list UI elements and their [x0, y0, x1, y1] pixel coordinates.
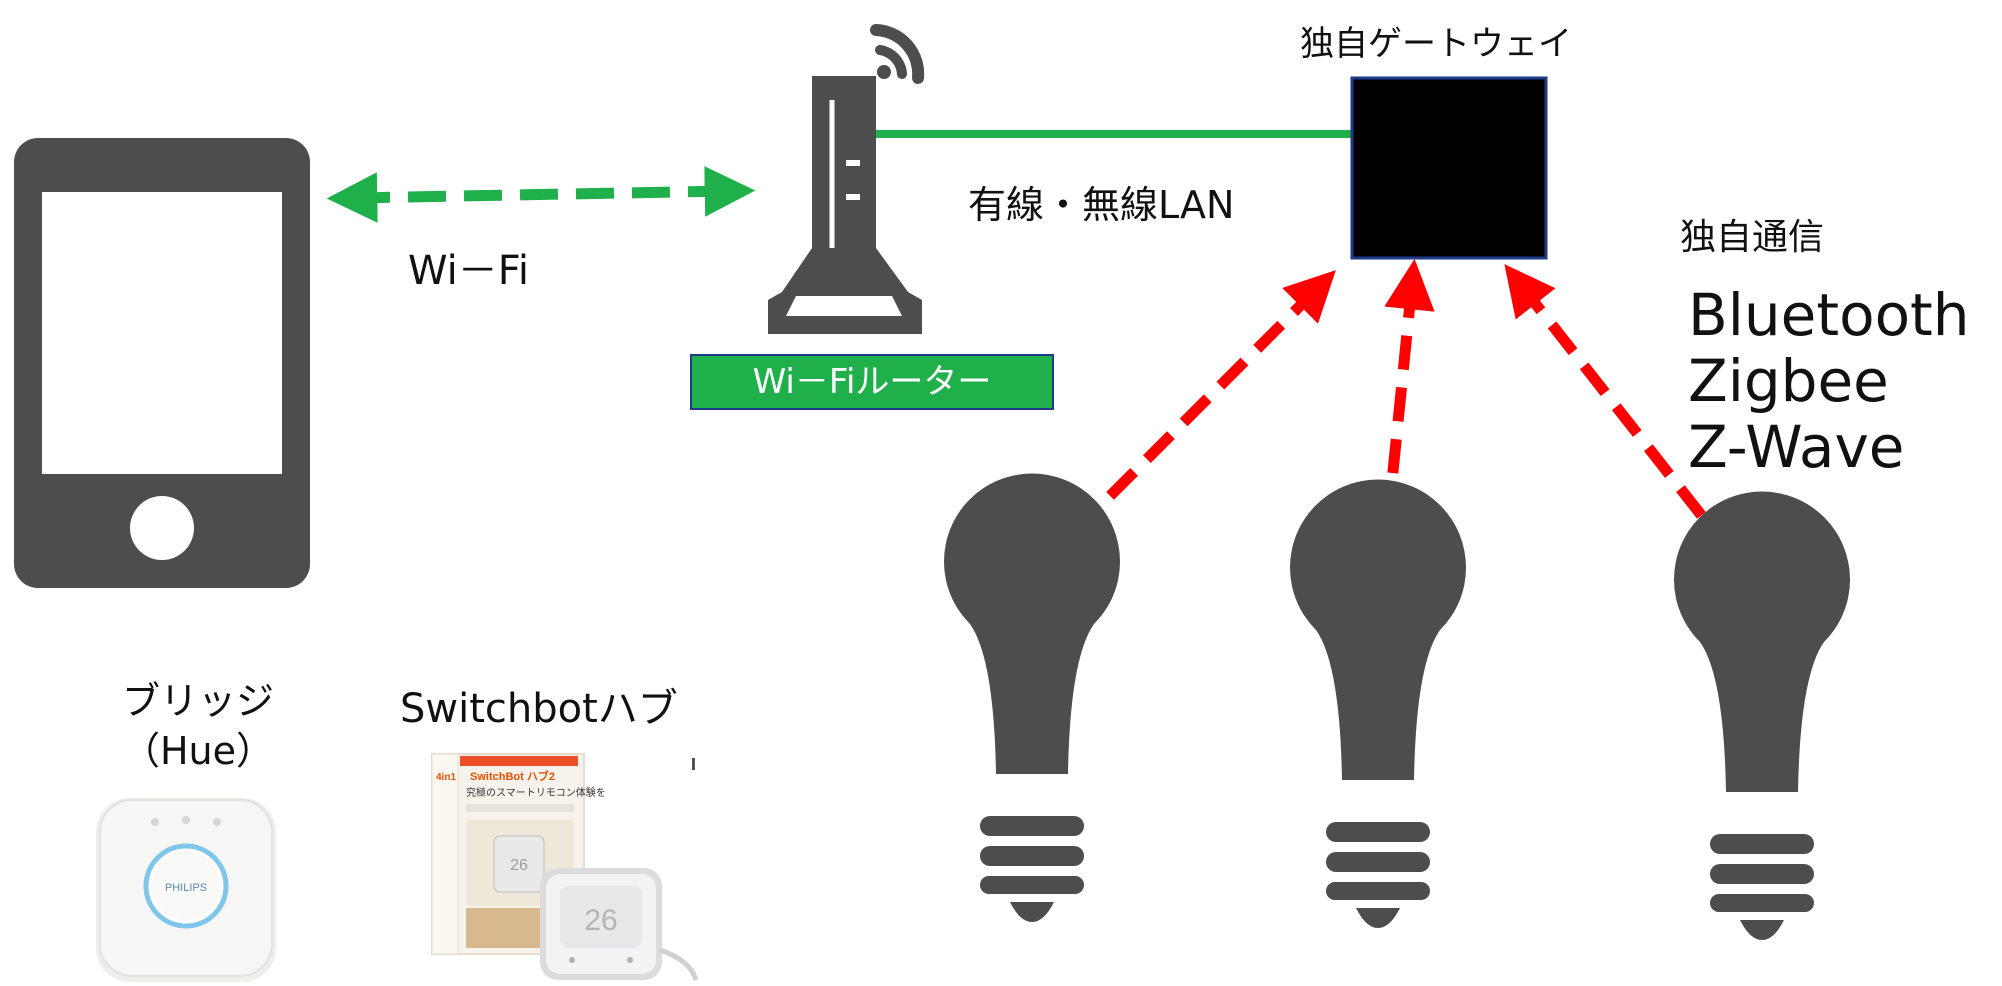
- protocol-zigbee: Zigbee: [1688, 347, 1889, 415]
- hub-display-text: 26: [584, 904, 617, 937]
- svg-text:26: 26: [510, 857, 528, 874]
- switchbot-hub-image: SwitchBot ハブ2 究極のスマートリモコン体験を 4in1 26 26: [430, 752, 699, 982]
- protocol-list: Bluetooth Zigbee Z-Wave: [1688, 282, 1970, 480]
- hub-label: Switchbotハブ: [400, 686, 678, 732]
- bulb-icon: [1290, 479, 1466, 928]
- bridge-label-brand: （Hue）: [121, 729, 275, 773]
- radio-arrow-right: [1504, 264, 1754, 582]
- hue-bridge-image: PHILIPS: [96, 798, 276, 982]
- gateway-label: 独自ゲートウェイ: [1300, 24, 1572, 64]
- smartphone-icon: [14, 138, 310, 588]
- protocol-bluetooth: Bluetooth: [1688, 281, 1970, 349]
- proprietary-comm-label: 独自通信: [1680, 217, 1825, 258]
- bulb-icon: [944, 473, 1120, 922]
- bridge-brand-text: PHILIPS: [165, 882, 207, 894]
- hub-box-subtitle: 究極のスマートリモコン体験を: [466, 786, 606, 799]
- router-icon: [768, 24, 925, 334]
- wifi-label: Wi－Fi: [408, 248, 529, 294]
- protocol-zwave: Z-Wave: [1688, 413, 1905, 481]
- bridge-label: ブリッジ （Hue）: [98, 676, 298, 776]
- lan-label: 有線・無線LAN: [968, 183, 1235, 227]
- bulb-icon: [1674, 491, 1850, 940]
- wifi-arrow: [326, 166, 756, 223]
- bridge-label-name: ブリッジ: [121, 679, 274, 723]
- hub-box-badge: 4in1: [436, 772, 456, 783]
- router-label: Wi－Fiルーター: [690, 354, 1054, 410]
- hub-box-title: SwitchBot ハブ2: [470, 769, 555, 783]
- gateway-box: [1350, 76, 1548, 260]
